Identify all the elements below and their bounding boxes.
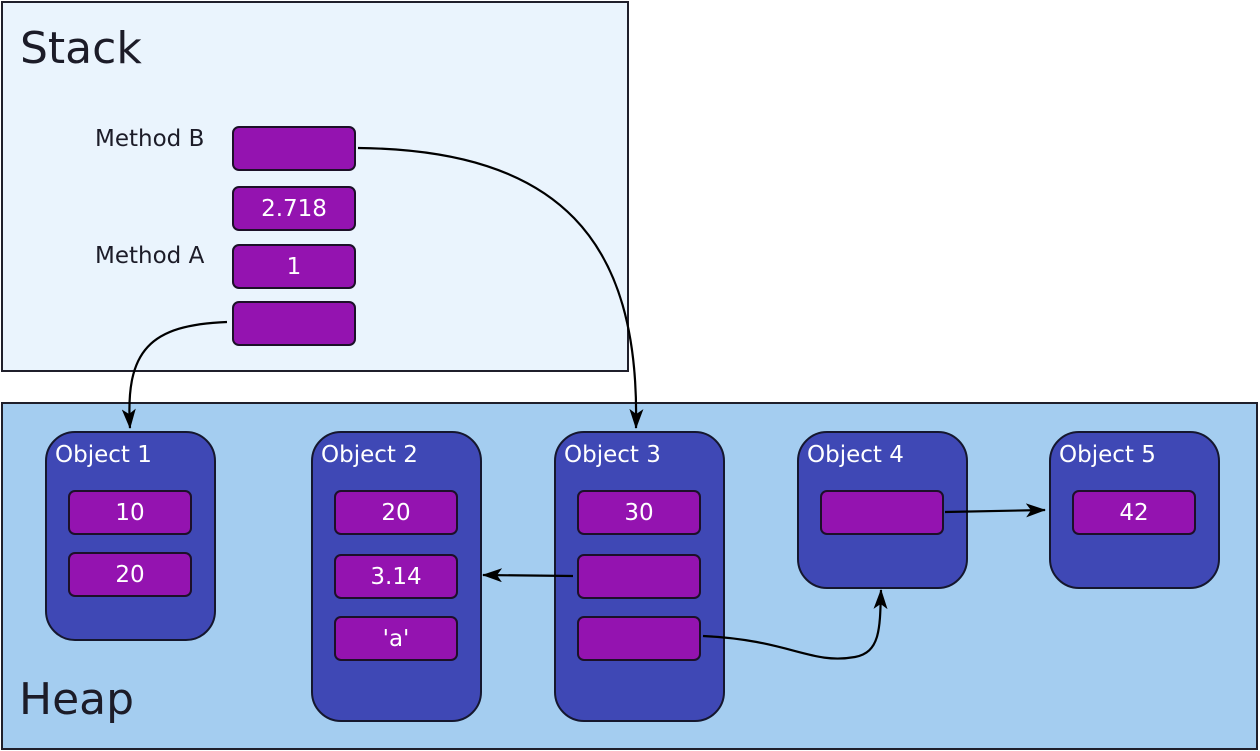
object-2-field: 3.14: [334, 554, 458, 599]
object-5-title: Object 5: [1059, 442, 1156, 468]
object-3-field: 30: [577, 490, 701, 535]
object-4-title: Object 4: [807, 442, 904, 468]
heap-object-2: Object 2 20 3.14 'a': [311, 431, 482, 722]
stack-slot-value: 1: [232, 244, 356, 289]
method-b-label: Method B: [95, 126, 205, 152]
object-4-reference-field: [820, 490, 944, 535]
heap-object-3: Object 3 30: [554, 431, 725, 722]
method-a-label: Method A: [95, 243, 205, 269]
object-2-title: Object 2: [321, 442, 418, 468]
object-3-title: Object 3: [564, 442, 661, 468]
object-5-field: 42: [1072, 490, 1196, 535]
object-3-reference-field: [577, 616, 701, 661]
object-3-reference-field: [577, 554, 701, 599]
object-1-title: Object 1: [55, 442, 152, 468]
stack-slot-method-b-reference: [232, 126, 356, 171]
stack-slot-method-a-reference: [232, 301, 356, 346]
heap-object-5: Object 5 42: [1049, 431, 1220, 589]
stack-title: Stack: [20, 23, 142, 74]
stack-slot-value: 2.718: [232, 186, 356, 231]
object-1-field: 10: [68, 490, 192, 535]
heap-object-4: Object 4: [797, 431, 968, 589]
object-1-field: 20: [68, 552, 192, 597]
heap-region: Heap Object 1 10 20 Object 2 20 3.14 'a'…: [1, 402, 1258, 750]
object-2-field: 'a': [334, 616, 458, 661]
heap-title: Heap: [19, 674, 135, 725]
heap-object-1: Object 1 10 20: [45, 431, 216, 641]
object-2-field: 20: [334, 490, 458, 535]
stack-region: Stack Method B Method A 2.718 1: [1, 1, 629, 372]
